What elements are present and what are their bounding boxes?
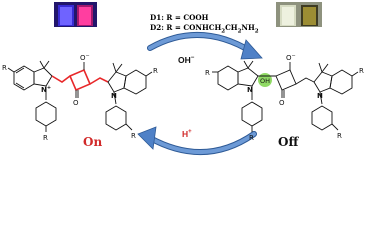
reverse-arrow bbox=[137, 126, 257, 156]
vial-photo-on bbox=[54, 2, 97, 27]
vial-photo-on-art bbox=[54, 2, 97, 27]
left-oxide-label: O− bbox=[80, 53, 90, 62]
forward-reagent-label: OH− bbox=[178, 55, 195, 65]
left-r-bottom-left: R bbox=[43, 134, 48, 142]
left-n-right: N bbox=[111, 92, 117, 100]
left-r-top-right: R bbox=[153, 67, 158, 75]
right-n-left: N bbox=[247, 86, 253, 94]
left-r-top-left: R bbox=[2, 64, 7, 72]
reaction-diagram: O− O N+ N R R R R O− O OH N N R R R R bbox=[2, 31, 364, 156]
right-r-top-right: R bbox=[359, 67, 364, 75]
right-pyrrole-a bbox=[107, 71, 127, 93]
squaraine-core-off bbox=[275, 69, 297, 91]
hydroxyl-label: OH bbox=[260, 77, 270, 85]
left-benzyl-a bbox=[35, 101, 57, 127]
legend-d1: D1: R = COOH bbox=[150, 13, 209, 22]
state-off-label: Off bbox=[278, 135, 299, 149]
molecule-on bbox=[7, 60, 153, 132]
conjugation-bridge-left bbox=[51, 75, 71, 83]
left-benzyl-b bbox=[241, 101, 263, 127]
right-benzyl-b bbox=[311, 105, 333, 131]
left-r-bottom-right: R bbox=[131, 132, 136, 140]
left-n-plus: N+ bbox=[41, 85, 51, 94]
vial-photo-off-art bbox=[276, 2, 322, 27]
left-benzene-a bbox=[13, 65, 35, 91]
reverse-reagent-label: H+ bbox=[182, 129, 192, 139]
right-oxide-label: O− bbox=[286, 53, 296, 62]
forward-arrow bbox=[147, 31, 263, 60]
right-n-right: N bbox=[317, 92, 323, 100]
left-pyrrole-a bbox=[33, 67, 53, 87]
right-carbonyl-label: O bbox=[279, 99, 285, 107]
left-benzene-b bbox=[217, 65, 239, 91]
right-r-top-left: R bbox=[205, 69, 210, 77]
right-r-bottom-left: R bbox=[249, 134, 254, 142]
squaraine-core bbox=[68, 68, 92, 92]
right-r-bottom-right: R bbox=[337, 132, 342, 140]
right-benzene-a bbox=[123, 69, 147, 95]
conjugation-bridge-right bbox=[89, 77, 109, 85]
legend-d2: D2: R = CONHCH2CH2NH2 bbox=[150, 23, 259, 35]
molecule-off bbox=[212, 60, 359, 132]
right-benzene-b bbox=[329, 69, 353, 95]
state-on-label: On bbox=[83, 135, 103, 149]
left-carbonyl-label: O bbox=[73, 99, 79, 107]
vial-photo-off bbox=[276, 2, 322, 27]
right-pyrrole-b bbox=[313, 71, 333, 93]
hydroxyl-highlight bbox=[258, 73, 272, 87]
left-pyrrole-b bbox=[237, 67, 259, 87]
right-benzyl-a bbox=[105, 105, 127, 131]
